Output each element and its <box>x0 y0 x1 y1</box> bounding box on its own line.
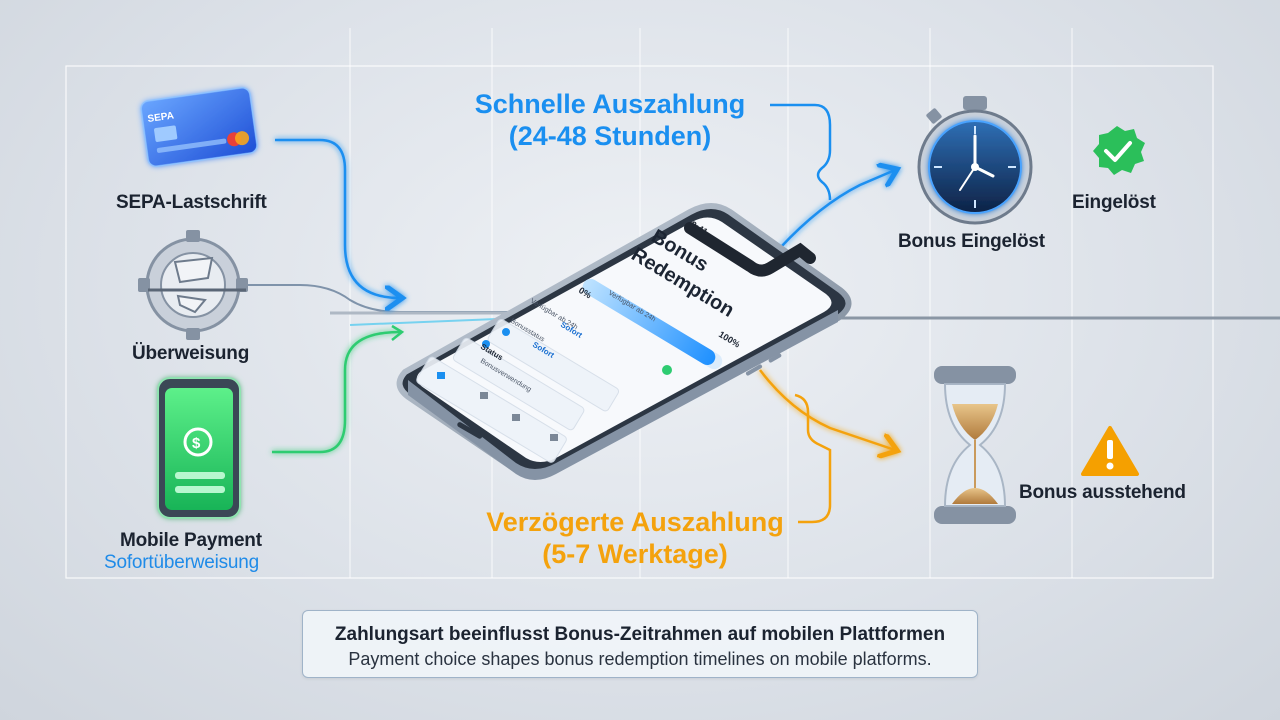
transfer-connector <box>240 284 520 313</box>
redeemed-badge-label: Eingelöst <box>1072 192 1156 213</box>
warning-icon <box>1081 426 1139 476</box>
transfer-label: Überweisung <box>132 343 250 364</box>
slow-payout-line2: (5-7 Werktage) <box>542 539 728 569</box>
mobile-payment-sublabel: Sofortüberweisung <box>104 552 260 573</box>
slow-connector <box>759 369 895 450</box>
hourglass-icon <box>934 366 1016 524</box>
fast-bracket <box>770 103 832 201</box>
slow-bracket <box>794 393 832 524</box>
sepa-card-icon <box>140 86 258 168</box>
mobile-payment-label: Mobile Payment <box>120 530 262 551</box>
caption-german: Zahlungsart beeinflusst Bonus-Zeitrahmen… <box>334 624 946 645</box>
fast-payout-line2: (24-48 Stunden) <box>508 121 712 151</box>
sepa-card-text: SEPA <box>147 110 175 125</box>
progress-fill <box>582 278 716 366</box>
fast-payout-title: Schnelle Auszahlung (24-48 Stunden) <box>430 88 790 152</box>
check-badge-icon <box>1093 126 1145 175</box>
transfer-gear-icon <box>138 230 248 340</box>
mobile-payment-icon: $ <box>157 377 241 519</box>
caption-box: Zahlungsart beeinflusst Bonus-Zeitrahmen… <box>302 610 978 678</box>
caption-english: Payment choice shapes bonus redemption t… <box>348 649 932 669</box>
slow-payout-title: Verzögerte Auszahlung (5-7 Werktage) <box>455 506 815 570</box>
main-phone <box>396 203 852 480</box>
bonus-redeemed-label: Bonus Eingelöst <box>898 231 1045 252</box>
sepa-label: SEPA-Lastschrift <box>116 192 267 213</box>
stopwatch-icon <box>917 96 1033 225</box>
svg-text:$: $ <box>192 435 201 452</box>
slow-payout-line1: Verzögerte Auszahlung <box>486 507 784 537</box>
fast-connector <box>779 170 895 249</box>
fast-payout-line1: Schnelle Auszahlung <box>474 89 746 119</box>
pending-badge-label: Bonus ausstehend <box>1019 482 1186 503</box>
sepa-connector <box>275 138 400 298</box>
mobile-connector <box>272 330 401 454</box>
